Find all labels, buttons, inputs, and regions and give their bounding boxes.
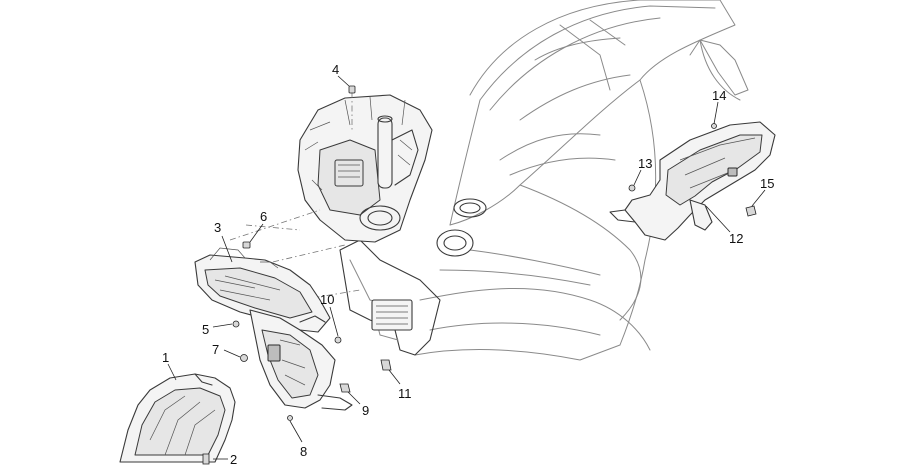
callout-8: 8: [300, 444, 307, 459]
scooter-body-outline: [339, 0, 749, 361]
nut-7: [240, 354, 248, 362]
callout-14: 14: [712, 88, 726, 103]
screw-6: [242, 241, 251, 249]
callout-13: 13: [638, 156, 652, 171]
screw-4: [348, 85, 356, 94]
screw-13: [628, 184, 636, 192]
callout-2: 2: [230, 452, 237, 467]
screw-2: [202, 453, 210, 465]
screw-8: [287, 415, 293, 421]
callout-9: 9: [362, 403, 369, 418]
callout-10: 10: [320, 292, 334, 307]
callout-4: 4: [332, 62, 339, 77]
callout-6: 6: [260, 209, 267, 224]
rear-mudguard: [609, 121, 776, 241]
front-inner-fender: [194, 247, 353, 411]
callout-12: 12: [729, 231, 743, 246]
callout-15: 15: [760, 176, 774, 191]
screw-14: [711, 123, 717, 129]
fasteners: [202, 85, 757, 465]
clip-9: [339, 383, 351, 393]
screw-10: [334, 336, 342, 344]
leader-lines: [167, 75, 766, 460]
callout-11: 11: [398, 386, 412, 401]
callout-labels: 1 2 3 4 5 6 7 8 9 10 11 12 13 14 15: [162, 62, 774, 467]
callout-5: 5: [202, 322, 209, 337]
clip-11: [380, 359, 392, 371]
screw-5: [232, 320, 240, 328]
callout-7: 7: [212, 342, 219, 357]
callout-3: 3: [214, 220, 221, 235]
clip-15: [745, 205, 757, 217]
front-mudguard: [119, 373, 236, 463]
inner-housing-assembly: [297, 94, 433, 243]
callout-1: 1: [162, 350, 169, 365]
